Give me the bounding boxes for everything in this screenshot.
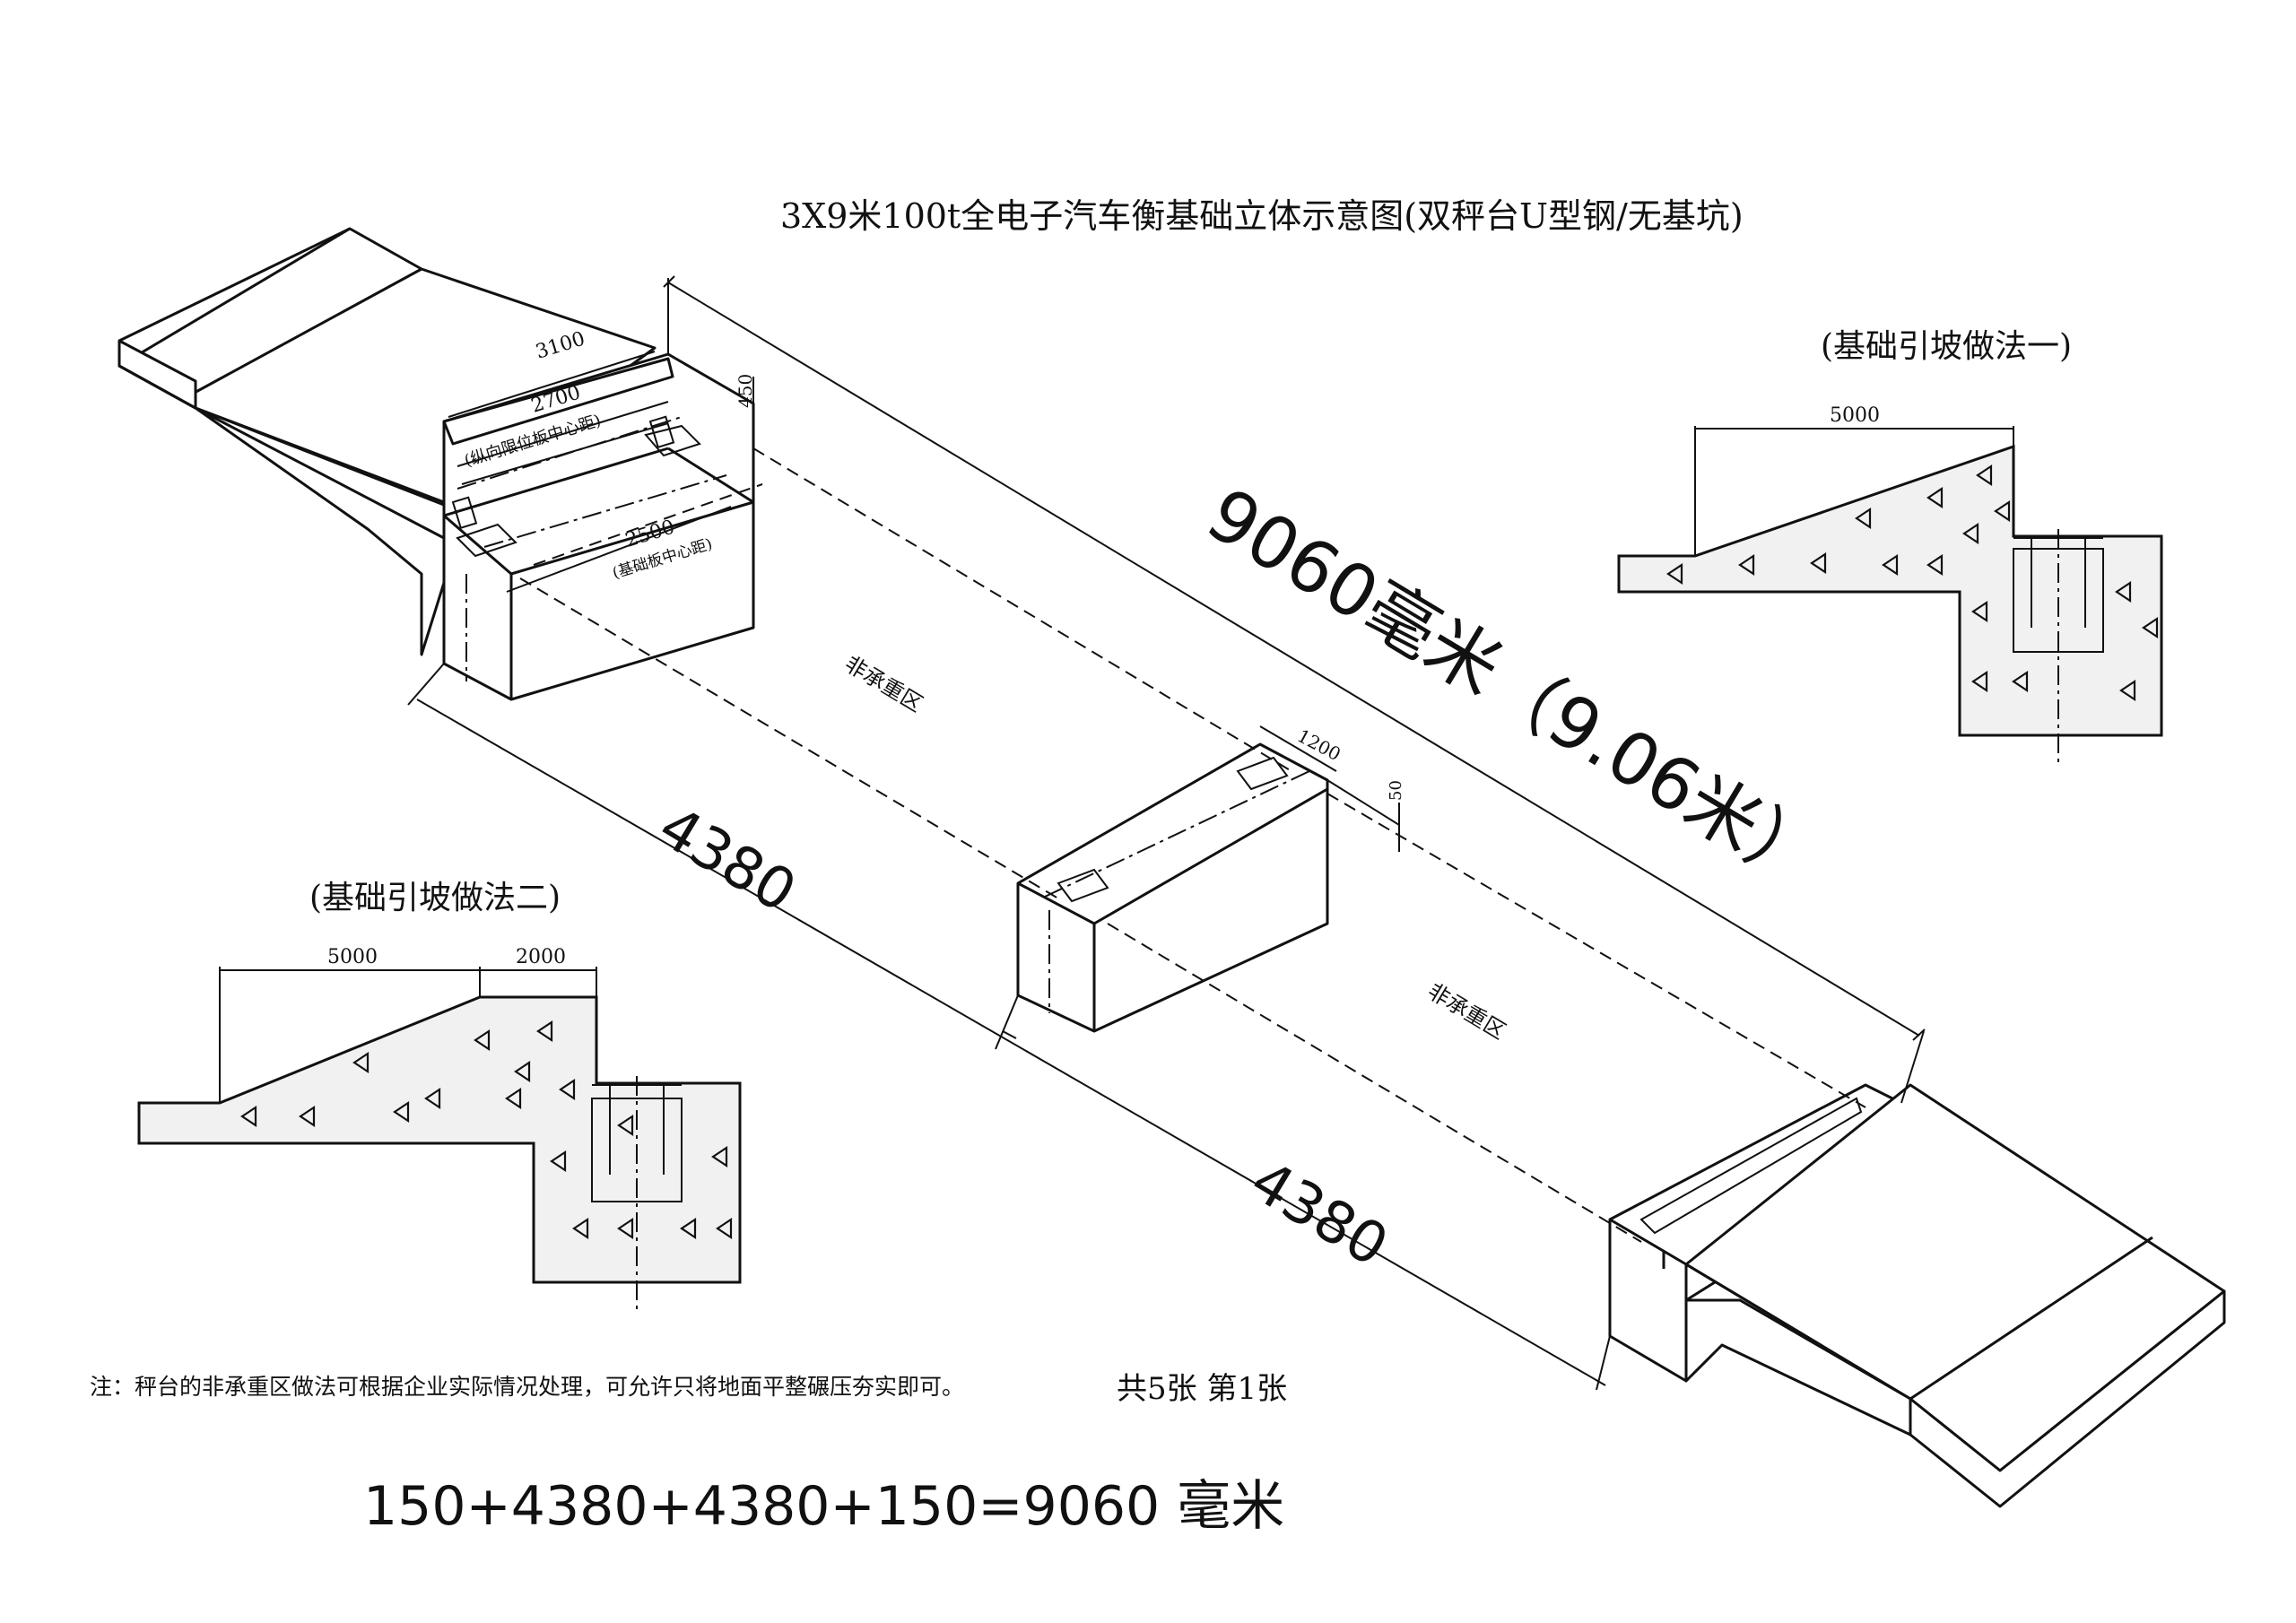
label-non-bearing-1: 非承重区 (840, 651, 927, 716)
section-detail-two: (基础引坡做法二) 5000 2000 (137, 880, 742, 1309)
ramp-two-extra: 2000 (516, 946, 566, 968)
section-detail-one: (基础引坡做法一) 5000 (1617, 328, 2163, 762)
dim-mid-height: 50 (1387, 780, 1405, 801)
dim-half-length-b: 4380 (1239, 1148, 1399, 1280)
dim-mid-width: 1200 (1294, 725, 1344, 765)
dimension-end-widths (448, 351, 1400, 852)
platform-outline (519, 447, 1866, 1243)
method-one-label: (基础引坡做法一) (1821, 328, 2072, 365)
dimension-halves (407, 663, 1611, 1391)
dimension-total (663, 275, 1926, 1104)
label-non-bearing-2: 非承重区 (1423, 978, 1510, 1044)
middle-foundation (1016, 742, 1329, 1033)
dim-end-height: 450 (735, 374, 756, 408)
method-two-label: (基础引坡做法二) (309, 880, 561, 916)
length-formula: 150+4380+4380+150=9060 毫米 (363, 1475, 1284, 1538)
footnote: 注：秤台的非承重区做法可根据企业实际情况处理，可允许只将地面平整碾压夯实即可。 (90, 1374, 964, 1400)
dim-half-length-a: 4380 (648, 794, 807, 925)
aggregate-triangles-two (240, 1020, 733, 1240)
aggregate-triangles-one (1666, 464, 2159, 702)
diagram-title: 3X9米100t全电子汽车衡基础立体示意图(双秤台U型钢/无基坑) (780, 196, 1744, 236)
ramp-two-length: 5000 (327, 946, 378, 968)
sheet-number: 共5张 第1张 (1117, 1371, 1287, 1407)
right-ramp (1684, 1083, 2226, 1508)
ramp-one-length: 5000 (1830, 404, 1880, 427)
